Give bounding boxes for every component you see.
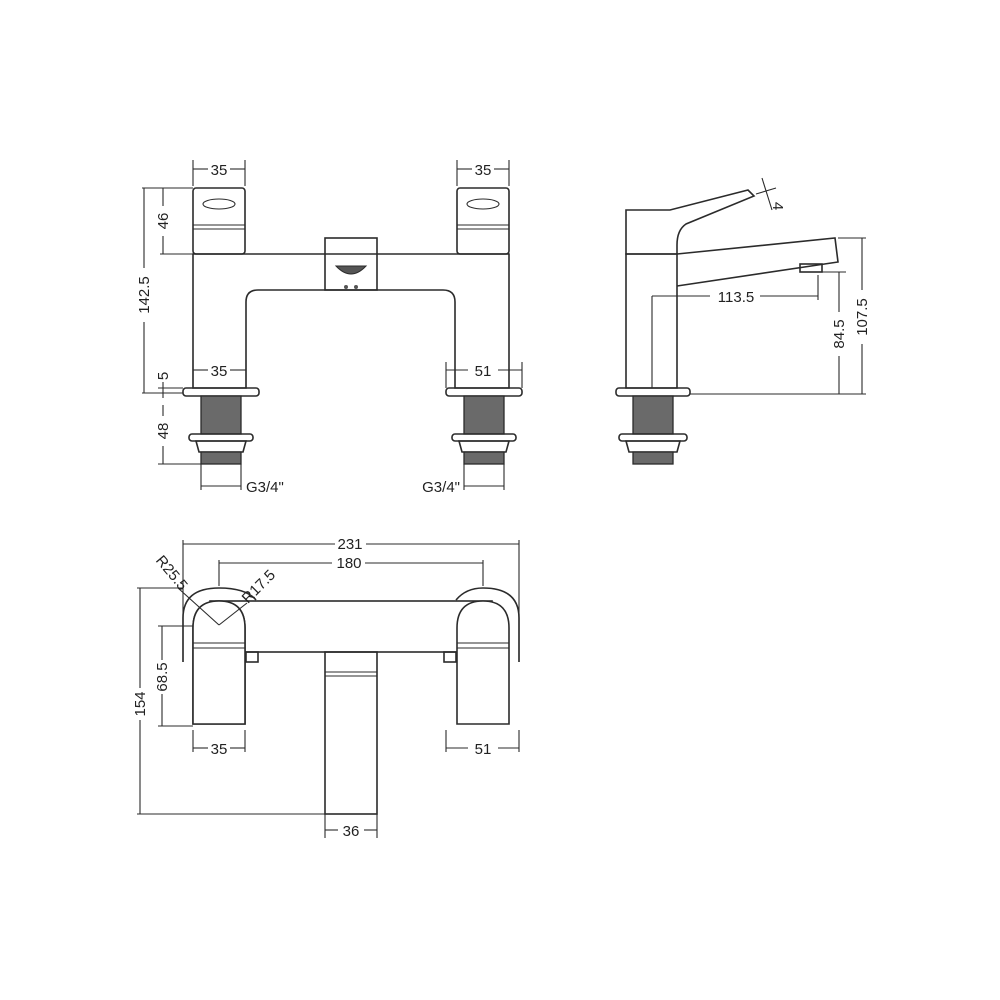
top-body [209,600,493,653]
side-spout [676,237,839,287]
left-handle-indicator [202,198,236,210]
dim-leg-width-left: 35 [211,363,228,380]
side-outlet [799,263,823,273]
dim-centres: 180 [336,555,361,572]
dim-lever-thickness: 4 [769,202,786,210]
dim-handle-depth: 68.5 [154,662,171,691]
dim-handle-height: 46 [155,213,172,230]
dim-front-handle-width-right: 35 [475,162,492,179]
dim-thread-right: G3/4" [422,479,460,496]
spout-front [324,237,378,291]
left-base-plate [182,387,260,397]
right-escutcheon-outline [455,587,520,662]
dim-base-thickness: 5 [155,372,172,380]
left-nut [194,440,248,453]
left-escutcheon-outline [182,587,257,662]
top-view: 231 180 R25.5 R17.5 68.5 154 35 51 36 [132,536,520,840]
dim-overall-width: 231 [337,536,362,553]
aerator [334,265,368,275]
dim-top-base-width: 51 [475,741,492,758]
dim-top-handle-width: 35 [211,741,228,758]
dim-spout-width: 36 [343,823,360,840]
dim-spout-top-height: 107.5 [854,298,871,336]
dim-base-width-right: 51 [475,363,492,380]
right-shank-thread [463,395,505,435]
right-nut [457,440,511,453]
left-handle [192,187,246,255]
dim-overall-depth: 154 [132,691,149,716]
side-lever [625,189,756,255]
dim-overall-height: 142.5 [136,276,153,314]
front-view: 35 35 46 142.5 5 48 35 51 G3/4" G3/4" [136,160,523,496]
top-right-handle [456,600,510,725]
right-handle-indicator [466,198,500,210]
top-spout [324,651,378,815]
dim-thread-left: G3/4" [246,479,284,496]
left-shank-thread [200,395,242,435]
dim-spout-reach: 113.5 [718,289,754,306]
dim-outlet-height: 84.5 [831,319,848,348]
side-view: 4 113.5 84.5 107.5 [615,177,871,465]
dim-front-handle-width-left: 35 [211,162,228,179]
dim-shank-length: 48 [155,423,172,440]
side-base-plate [615,387,691,397]
body-bridge [192,253,510,389]
right-handle [456,187,510,255]
right-base-plate [445,387,523,397]
